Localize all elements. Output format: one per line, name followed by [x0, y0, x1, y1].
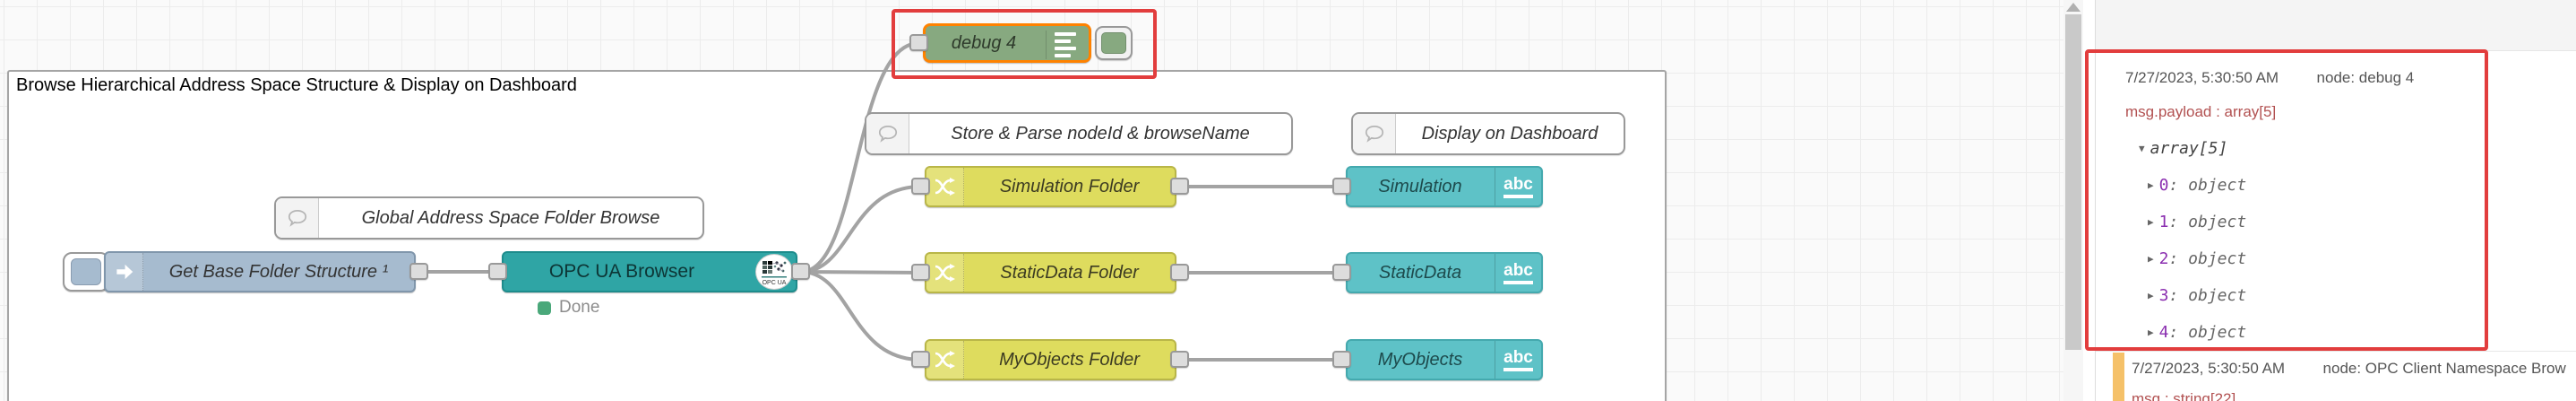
- uitext-node-label: StaticData: [1378, 262, 1462, 283]
- myobjects-folder-input-port[interactable]: [911, 351, 930, 368]
- uitext-node-label: MyObjects: [1377, 349, 1463, 370]
- payload-root-row[interactable]: ▼array[5]: [2139, 139, 2228, 158]
- comment-bubble-icon: [1353, 114, 1396, 153]
- switch-node-label: StaticData Folder: [1000, 262, 1139, 283]
- status-dot-icon: [538, 301, 551, 315]
- message-property: msg : string[22]: [2132, 390, 2236, 401]
- switch-node-myobjects-folder[interactable]: MyObjects Folder: [925, 339, 1176, 380]
- message-source-node: node: debug 4: [2316, 69, 2415, 86]
- payload-entry-row[interactable]: ▶1: object: [2148, 213, 2247, 231]
- opcua-browser-node[interactable]: OPC UA Browser OPC UA: [502, 251, 797, 292]
- staticdata-folder-input-port[interactable]: [911, 264, 930, 281]
- simulation-folder-input-port[interactable]: [911, 178, 930, 195]
- comment-node-display-dashboard[interactable]: Display on Dashboard: [1351, 112, 1625, 155]
- uitext-node-myobjects[interactable]: MyObjects abc: [1346, 339, 1543, 380]
- abc-text-icon: abc: [1495, 254, 1541, 292]
- wire-browser-to-staticdata-folder[interactable]: [799, 270, 923, 275]
- svg-text:OPC UA: OPC UA: [762, 280, 787, 286]
- switch-shuffle-icon: [926, 168, 964, 205]
- debug-node[interactable]: debug 4: [923, 23, 1091, 63]
- canvas-vertical-scrollbar[interactable]: [2063, 0, 2083, 401]
- wire-browser-to-myobjects-folder[interactable]: [799, 270, 923, 362]
- debug-message-debug4[interactable]: 7/27/2023, 5:30:50 AM node: debug 4 msg.…: [2096, 51, 2576, 352]
- opcua-status: Done: [538, 298, 599, 318]
- staticdata-folder-output-port[interactable]: [1170, 264, 1189, 281]
- message-source-node: node: OPC Client Namespace Brow: [2322, 360, 2566, 377]
- wire-browser-to-simulation-folder[interactable]: [799, 185, 923, 274]
- wires-layer: [419, 41, 1344, 362]
- comment-label: Display on Dashboard: [1421, 123, 1598, 144]
- abc-text-icon: abc: [1495, 168, 1541, 205]
- comment-bubble-icon: [276, 198, 319, 238]
- myobjects-folder-output-port[interactable]: [1170, 351, 1189, 368]
- opcua-input-port[interactable]: [488, 263, 507, 280]
- expand-triangle-icon[interactable]: ▶: [2148, 290, 2154, 301]
- group-title: Browse Hierarchical Address Space Struct…: [16, 75, 577, 95]
- myobjects-text-input-port[interactable]: [1332, 351, 1351, 368]
- comment-node-global-browse[interactable]: Global Address Space Folder Browse: [274, 196, 704, 240]
- uitext-node-simulation[interactable]: Simulation abc: [1346, 166, 1543, 207]
- status-text: Done: [559, 298, 600, 317]
- abc-text-icon: abc: [1495, 341, 1541, 379]
- message-property: msg.payload : array[5]: [2125, 103, 2277, 120]
- comment-node-store-parse[interactable]: Store & Parse nodeId & browseName: [865, 112, 1293, 155]
- opcua-browser-label: OPC UA Browser: [548, 261, 695, 282]
- simulation-text-input-port[interactable]: [1332, 178, 1351, 195]
- scroll-up-arrow-icon[interactable]: [2066, 3, 2081, 12]
- sidebar-top-strip: [2096, 0, 2576, 51]
- payload-entry-row[interactable]: ▶0: object: [2148, 176, 2247, 195]
- expand-triangle-icon[interactable]: ▶: [2148, 216, 2154, 228]
- debug-toggle-indicator: [1101, 32, 1126, 54]
- inject-button[interactable]: [63, 252, 109, 292]
- payload-entry-row[interactable]: ▶4: object: [2148, 323, 2247, 342]
- sidebar-divider: [2095, 0, 2096, 401]
- expand-triangle-icon[interactable]: ▶: [2148, 327, 2154, 338]
- payload-entry-row[interactable]: ▶2: object: [2148, 249, 2247, 268]
- switch-shuffle-icon: [926, 341, 964, 379]
- switch-shuffle-icon: [926, 254, 964, 292]
- annotation-box-debug-message: [2085, 49, 2488, 351]
- debug-sidebar: 7/27/2023, 5:30:50 AM node: debug 4 msg.…: [2083, 0, 2576, 401]
- message-timestamp: 7/27/2023, 5:30:50 AM: [2132, 360, 2286, 377]
- message-timestamp: 7/27/2023, 5:30:50 AM: [2125, 69, 2279, 86]
- comment-label: Store & Parse nodeId & browseName: [951, 123, 1250, 144]
- switch-node-label: Simulation Folder: [999, 176, 1140, 196]
- debug-sidebar-icon: [1046, 31, 1081, 59]
- staticdata-text-input-port[interactable]: [1332, 264, 1351, 281]
- annotation-box-debug-node: [892, 9, 1157, 79]
- opcua-output-port[interactable]: [791, 263, 810, 280]
- debug-message-namespace-browser[interactable]: 7/27/2023, 5:30:50 AM node: OPC Client N…: [2096, 353, 2576, 401]
- switch-node-simulation-folder[interactable]: Simulation Folder: [925, 166, 1176, 207]
- inject-button-pad: [71, 258, 101, 285]
- scrollbar-thumb[interactable]: [2065, 14, 2081, 350]
- wire-browser-to-debug[interactable]: [799, 41, 921, 274]
- comment-label: Global Address Space Folder Browse: [361, 207, 660, 228]
- switch-node-label: MyObjects Folder: [999, 349, 1140, 370]
- comment-bubble-icon: [866, 114, 909, 153]
- inject-node[interactable]: Get Base Folder Structure ¹: [104, 251, 416, 292]
- collapse-triangle-icon[interactable]: ▼: [2139, 143, 2145, 154]
- switch-node-staticdata-folder[interactable]: StaticData Folder: [925, 252, 1176, 293]
- expand-triangle-icon[interactable]: ▶: [2148, 179, 2154, 191]
- expand-triangle-icon[interactable]: ▶: [2148, 253, 2154, 265]
- payload-entry-row[interactable]: ▶3: object: [2148, 286, 2247, 305]
- debug-enable-toggle[interactable]: [1095, 26, 1133, 60]
- inject-node-label: Get Base Folder Structure ¹: [168, 261, 389, 282]
- inject-output-port[interactable]: [409, 263, 428, 280]
- uitext-node-staticdata[interactable]: StaticData abc: [1346, 252, 1543, 293]
- message-highlight-bar: [2113, 353, 2124, 401]
- uitext-node-label: Simulation: [1378, 176, 1462, 196]
- inject-arrow-icon: [106, 253, 143, 291]
- debug-input-port[interactable]: [909, 34, 928, 51]
- debug-node-label: debug 4: [951, 32, 1017, 53]
- simulation-folder-output-port[interactable]: [1170, 178, 1189, 195]
- flow-canvas[interactable]: Browse Hierarchical Address Space Struct…: [0, 0, 2063, 401]
- opcua-logo-icon: OPC UA: [755, 254, 793, 290]
